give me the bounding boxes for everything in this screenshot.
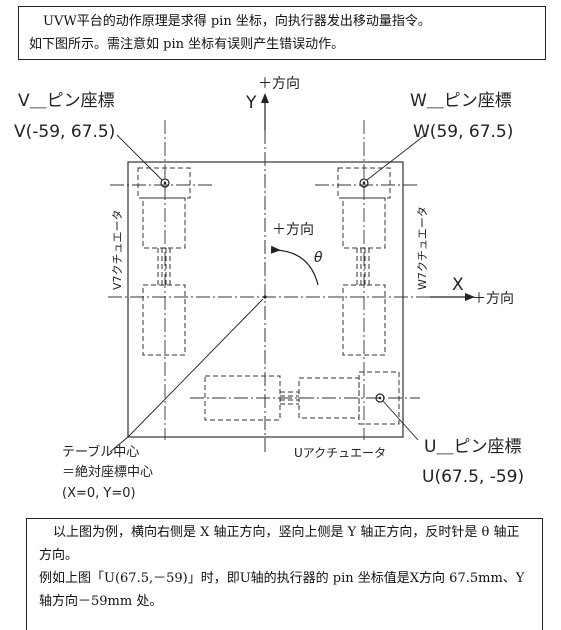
v-actuator xyxy=(137,167,191,356)
uvw-stage-diagram: Y ＋方向 X ＋方向 ＋方向 θ V＿ピン座標 V(-59, 67.5) W＿… xyxy=(14,76,524,501)
x-direction-label: ＋方向 xyxy=(472,291,514,307)
note-line-3: 例如上图「U(67.5,－59)」时，即U轴的执行器的 pin 坐标值是X方向 … xyxy=(39,571,525,586)
note-line-4: 轴方向－59mm 处。 xyxy=(39,594,163,609)
w-actuator xyxy=(337,167,391,356)
table-center-label-2: ＝絶対座標中心 xyxy=(62,464,153,480)
x-axis-label: X xyxy=(452,275,464,295)
v-actuator-label: V7クチュエータ xyxy=(111,209,124,290)
u-pin-leader xyxy=(382,400,419,441)
u-actuator-label: Uアクチュエータ xyxy=(294,446,386,460)
w-pin xyxy=(359,178,369,188)
intro-line-1: UVW平台的动作原理是求得 pin 坐标，向执行器发出移动量指令。 xyxy=(43,14,431,29)
center-leader xyxy=(127,298,264,438)
v-pin xyxy=(160,178,170,188)
u-pin xyxy=(375,393,385,403)
u-pin-coord: U(67.5, -59) xyxy=(422,467,524,487)
table-center-label-1: テーブル中心 xyxy=(62,444,139,460)
w-actuator-label: W7クチュエータ xyxy=(416,206,429,290)
v-pin-label: V＿ピン座標 xyxy=(18,91,115,111)
intro-box: UVW平台的动作原理是求得 pin 坐标，向执行器发出移动量指令。 如下图所示。… xyxy=(18,6,546,60)
v-pin-leader xyxy=(116,134,163,181)
explanation-box: 以上图为例，横向右侧是 X 轴正方向，竖向上侧是 Y 轴正方向，反时针是 θ 轴… xyxy=(26,518,543,630)
theta-arrow xyxy=(270,245,319,286)
u-pin-label: U＿ピン座標 xyxy=(424,437,521,457)
theta-symbol: θ xyxy=(314,250,323,266)
y-axis-label: Y xyxy=(245,93,257,113)
note-line-2: 方向。 xyxy=(39,548,79,563)
table-center xyxy=(263,295,267,299)
theta-direction-label: ＋方向 xyxy=(272,222,314,238)
w-pin-coord: W(59, 67.5) xyxy=(413,122,513,142)
table-center-label-3: (X=0, Y=0) xyxy=(62,486,136,501)
w-pin-leader xyxy=(366,134,426,181)
w-pin-label: W＿ピン座標 xyxy=(410,91,512,111)
note-line-1: 以上图为例，横向右侧是 X 轴正方向，竖向上侧是 Y 轴正方向，反时针是 θ 轴… xyxy=(53,525,520,540)
v-pin-coord: V(-59, 67.5) xyxy=(14,122,115,142)
intro-line-2: 如下图所示。需注意如 pin 坐标有误则产生错误动作。 xyxy=(29,37,345,52)
u-actuator xyxy=(204,371,400,425)
y-direction-label: ＋方向 xyxy=(258,76,300,92)
center-leader-tail xyxy=(109,436,129,453)
